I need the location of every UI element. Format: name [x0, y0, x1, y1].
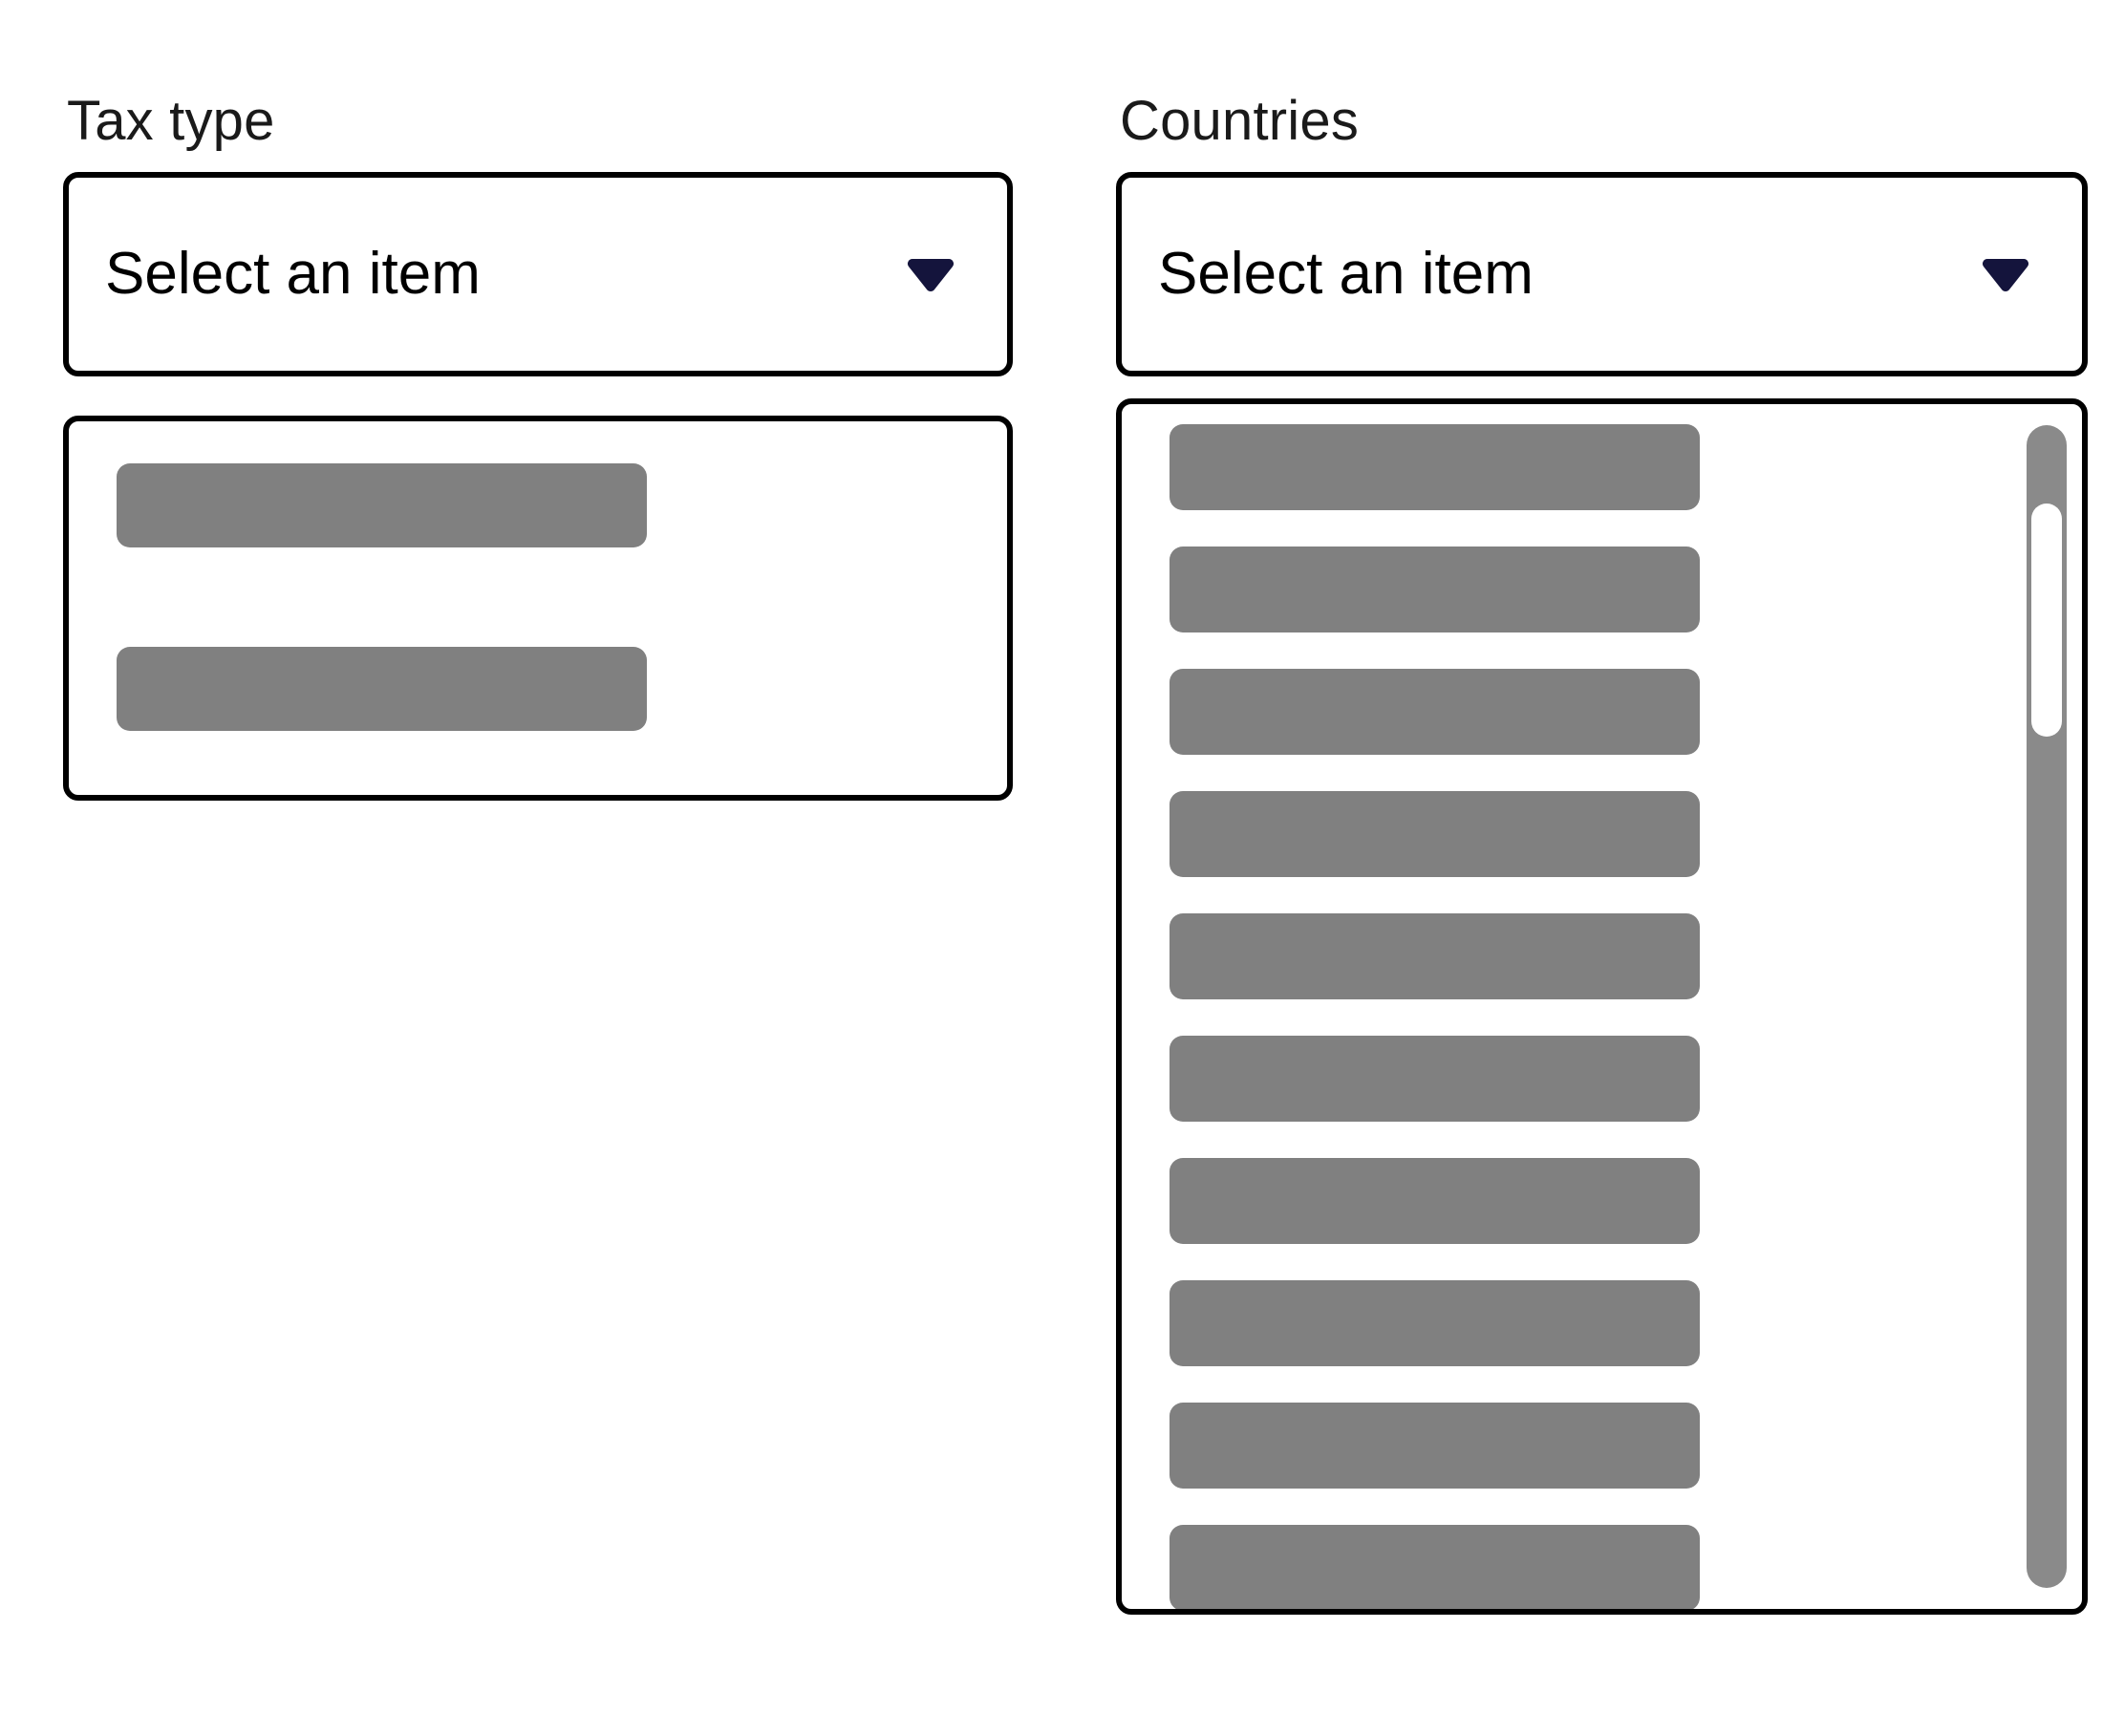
countries-field-group: Countries Select an item [1116, 88, 2088, 1615]
list-item[interactable] [1170, 669, 1700, 755]
list-item[interactable] [1170, 1280, 1700, 1366]
list-item[interactable] [117, 463, 647, 547]
list-item[interactable] [1170, 1158, 1700, 1244]
countries-select-value: Select an item [1158, 241, 1534, 307]
list-item[interactable] [117, 647, 647, 731]
list-item[interactable] [1170, 424, 1700, 510]
chevron-down-icon[interactable] [902, 246, 957, 302]
list-item[interactable] [1170, 1036, 1700, 1122]
countries-option-list [1122, 404, 2082, 1609]
tax-type-label: Tax type [67, 90, 275, 152]
countries-dropdown-panel[interactable] [1116, 398, 2088, 1615]
countries-label: Countries [1120, 90, 1360, 152]
tax-type-option-list [69, 421, 1007, 795]
list-item[interactable] [1170, 1525, 1700, 1609]
countries-scrollbar-track[interactable] [2027, 425, 2067, 1588]
countries-scrollbar-thumb[interactable] [2031, 504, 2062, 737]
tax-type-field-group: Tax type Select an item [63, 88, 1013, 801]
list-item[interactable] [1170, 913, 1700, 999]
countries-select[interactable]: Select an item [1116, 172, 2088, 376]
tax-type-select[interactable]: Select an item [63, 172, 1013, 376]
list-item[interactable] [1170, 1403, 1700, 1489]
list-item[interactable] [1170, 547, 1700, 632]
chevron-down-icon[interactable] [1977, 246, 2032, 302]
list-item[interactable] [1170, 791, 1700, 877]
tax-type-select-value: Select an item [105, 241, 481, 307]
tax-type-dropdown-panel[interactable] [63, 416, 1013, 801]
